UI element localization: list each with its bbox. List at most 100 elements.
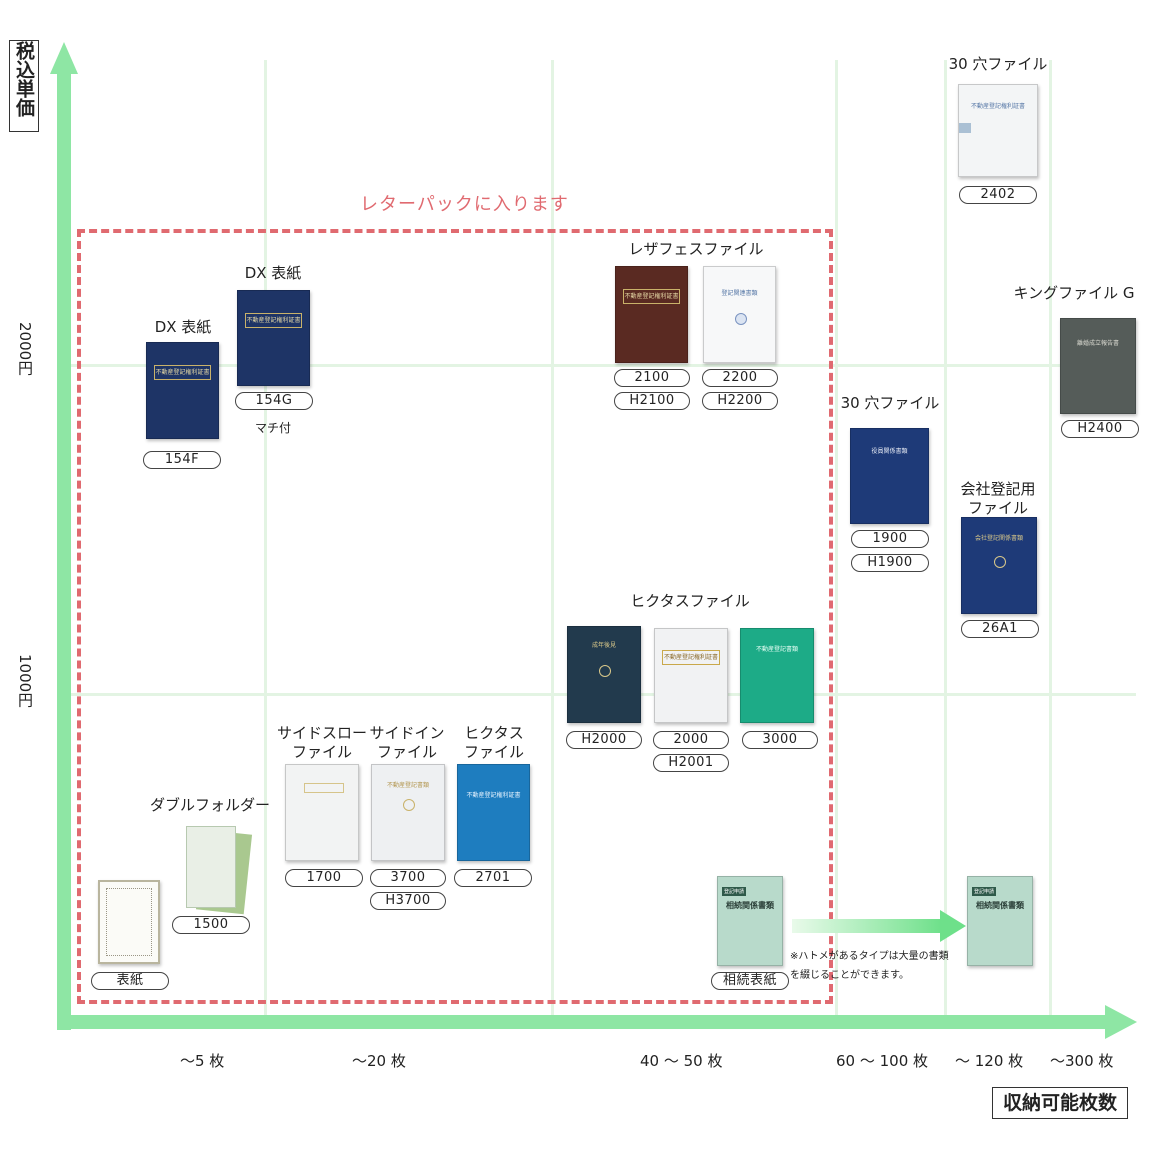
x-tick-300: ～300 枚 — [1050, 1052, 1114, 1070]
grid-line-v5 — [1049, 60, 1052, 1020]
y-axis-shaft — [57, 68, 71, 1030]
letter-pack-frame — [77, 229, 833, 1004]
x-tick-60-100: 60 ～ 100 枚 — [836, 1052, 929, 1070]
king-file-book: 離婚成立報告書 — [1060, 318, 1136, 414]
binder-clip — [959, 123, 971, 133]
y-axis-label-text: 税込単価 — [13, 41, 35, 117]
tag-h1900[interactable]: H1900 — [851, 554, 929, 572]
double-folder-book — [186, 826, 253, 915]
company-file-label: 会社登記用 ファイル — [950, 480, 1046, 518]
company-file-book: 会社登記関係書類 — [961, 517, 1037, 614]
side-slow-label: サイドスロー ファイル — [276, 724, 368, 762]
hiktas-white-book: 不動産登記権利証書 — [654, 628, 728, 723]
y-axis-arrowhead — [50, 42, 78, 74]
tag-2402[interactable]: 2402 — [959, 186, 1037, 204]
double-folder-label: ダブルフォルダー — [149, 796, 270, 814]
book-title: 不動産登記権利証書 — [970, 103, 1025, 111]
y-tick-2000: 2000円 — [16, 322, 34, 376]
tag-1500[interactable]: 1500 — [172, 916, 250, 934]
tag-h2001[interactable]: H2001 — [653, 754, 729, 772]
book-plate: 不動産登記権利証書 — [245, 312, 302, 328]
book-plate: 不動産登記権利証書 — [154, 364, 211, 380]
tag-1700[interactable]: 1700 — [285, 869, 363, 887]
grid-line-v3 — [835, 60, 838, 1020]
gusset-note: マチ付 — [255, 421, 292, 435]
cover-sheet-book — [98, 880, 160, 964]
hiktas-blue-book: 不動産登記権利証書 — [457, 764, 530, 861]
emblem-icon — [403, 799, 415, 812]
grommet-note-line1: ※ハトメがあるタイプは大量の書類 — [790, 951, 949, 962]
tag-3000[interactable]: 3000 — [742, 731, 818, 749]
company-file-label-line1: 会社登記用 — [960, 480, 1036, 498]
book-title: 成年後見 — [591, 642, 616, 650]
leather-file-brown-book: 不動産登記権利証書 — [615, 266, 688, 363]
tag-cover-sheet[interactable]: 表紙 — [91, 972, 169, 990]
leather-file-label: レザフェスファイル — [628, 240, 764, 258]
book-plate: 不動産登記権利証書 — [623, 288, 680, 304]
leather-file-white-book: 登記関連書類 — [703, 266, 776, 363]
x-axis-label: 収納可能枚数 — [992, 1087, 1128, 1119]
tag-1900[interactable]: 1900 — [851, 530, 929, 548]
grommet-note-line2: を綴じることができます。 — [790, 970, 909, 981]
sozoku-arrow-shaft — [792, 919, 942, 933]
tag-154f[interactable]: 154F — [143, 451, 221, 469]
book-title: 相続関係書類 — [726, 900, 774, 910]
tag-26a1[interactable]: 26A1 — [961, 620, 1039, 638]
tag-h3700[interactable]: H3700 — [370, 892, 446, 910]
x-axis-arrowhead — [1105, 1005, 1137, 1039]
book-title: 不動産登記権利証書 — [466, 791, 521, 799]
folder-front — [186, 826, 236, 908]
book-title: 不動産登記書類 — [386, 782, 429, 790]
dx-cover-label-right: DX 表紙 — [244, 264, 302, 282]
book-title: 登記関連書類 — [721, 289, 758, 297]
y-axis-label: 税込単価 — [9, 40, 39, 132]
tag-h2200[interactable]: H2200 — [702, 392, 778, 410]
hole30-file-white-book: 不動産登記権利証書 — [958, 84, 1038, 177]
book-title: 会社登記関係書類 — [974, 535, 1023, 543]
sozoku-cover-book-right: 登記申請 相続関係書類 — [967, 876, 1033, 966]
x-tick-5: ～5 枚 — [180, 1052, 225, 1070]
side-in-book: 不動産登記書類 — [371, 764, 445, 861]
tag-3700[interactable]: 3700 — [370, 869, 446, 887]
x-axis-shaft — [57, 1015, 1112, 1029]
grid-line-v2 — [551, 60, 554, 1020]
sozoku-badge: 登記申請 — [722, 887, 747, 896]
hiktas-teal-book: 不動産登記書類 — [740, 628, 814, 723]
letter-pack-title: レターパックに入ります — [360, 194, 569, 215]
company-file-label-line2: ファイル — [967, 499, 1028, 517]
emblem-icon — [734, 312, 747, 325]
tag-2100[interactable]: 2100 — [614, 369, 690, 387]
side-in-label: サイドイン ファイル — [364, 724, 450, 762]
hiktas-navy-book: 成年後見 — [567, 626, 641, 723]
side-slow-label-line2: ファイル — [291, 743, 352, 761]
hole30-file-label-top: 30 穴ファイル — [948, 55, 1048, 73]
book-title: 離婚成立報告書 — [1076, 339, 1119, 347]
tag-h2400[interactable]: H2400 — [1061, 420, 1139, 438]
tag-2200[interactable]: 2200 — [702, 369, 778, 387]
hole30-file-label-mid: 30 穴ファイル — [840, 394, 940, 412]
grid-line-v1 — [264, 60, 267, 1020]
cover-sheet-inner — [106, 888, 152, 956]
side-in-label-line1: サイドイン — [369, 724, 445, 742]
emblem-icon — [994, 556, 1006, 568]
book-title: 不動産登記書類 — [755, 645, 798, 653]
tag-h2000[interactable]: H2000 — [566, 731, 642, 749]
hiktas-file-label: ヒクタスファイル — [630, 592, 750, 610]
emblem-icon — [599, 665, 611, 677]
x-tick-40-50: 40 ～ 50 枚 — [640, 1052, 723, 1070]
x-tick-20: ～20 枚 — [352, 1052, 406, 1070]
x-tick-120: ～ 120 枚 — [955, 1052, 1024, 1070]
book-title: 役員関係書類 — [871, 447, 908, 455]
tag-h2100[interactable]: H2100 — [614, 392, 690, 410]
tag-2701[interactable]: 2701 — [454, 869, 532, 887]
king-file-label: キングファイル G — [1013, 284, 1135, 302]
hiktas-small-label-line1: ヒクタス — [464, 724, 524, 742]
grid-line-2000 — [64, 364, 1136, 367]
tag-sozoku-cover[interactable]: 相続表紙 — [711, 972, 789, 990]
sozoku-arrow — [792, 910, 966, 942]
tag-154g[interactable]: 154G — [235, 392, 313, 410]
book-title: 相続関係書類 — [976, 900, 1024, 910]
dx-cover-book-left: 不動産登記権利証書 — [146, 342, 219, 439]
tag-2000[interactable]: 2000 — [653, 731, 729, 749]
